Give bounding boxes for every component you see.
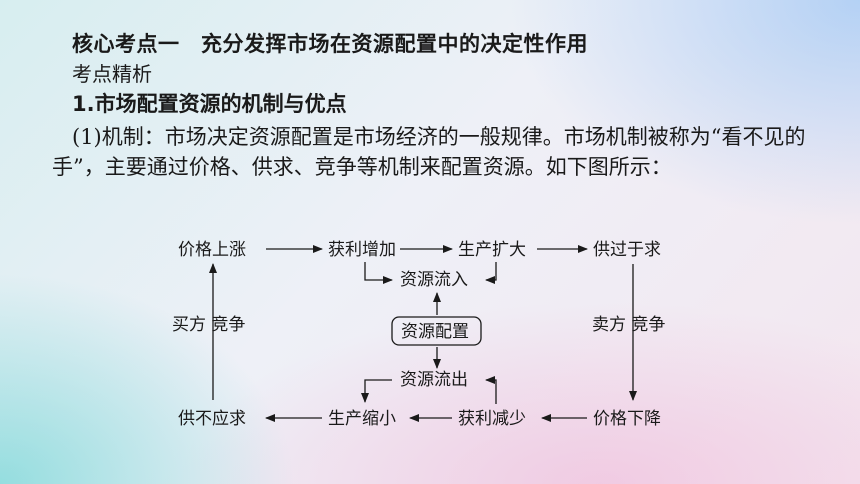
node-production-shrink: 生产缩小 — [328, 409, 396, 429]
node-supply-exceeds-demand: 供过于求 — [593, 240, 661, 260]
node-resource-allocation: 资源配置 — [401, 322, 469, 342]
arrow-production-to-inflow — [485, 262, 497, 284]
node-resource-inflow: 资源流入 — [400, 270, 468, 290]
node-production-expand: 生产扩大 — [458, 240, 526, 260]
arrow-outflow-to-shrink — [361, 379, 392, 403]
node-resource-outflow: 资源流出 — [400, 370, 468, 390]
node-profit-decrease: 获利减少 — [458, 409, 526, 429]
node-profit-increase: 获利增加 — [328, 240, 396, 260]
node-price-fall: 价格下降 — [593, 409, 661, 429]
node-supply-short: 供不应求 — [178, 409, 246, 429]
mechanism-paragraph: (1)机制：市场决定资源配置是市场经济的一般规律。市场机制被称为“看不见的手”，… — [52, 125, 806, 179]
subheading: 考点精析 — [72, 62, 152, 86]
arrow-profit-to-inflow — [364, 262, 393, 284]
label-seller-competition: 卖方 竞争 — [592, 315, 665, 335]
section-title: 1.市场配置资源的机制与优点 — [72, 92, 347, 116]
resource-allocation-box — [391, 316, 482, 346]
node-price-rise: 价格上涨 — [178, 240, 246, 260]
page-heading: 核心考点一 充分发挥市场在资源配置中的决定性作用 — [72, 32, 588, 56]
arrow-profit-decrease-to-outflow — [485, 376, 497, 404]
label-buyer-competition: 买方 竞争 — [172, 315, 245, 335]
